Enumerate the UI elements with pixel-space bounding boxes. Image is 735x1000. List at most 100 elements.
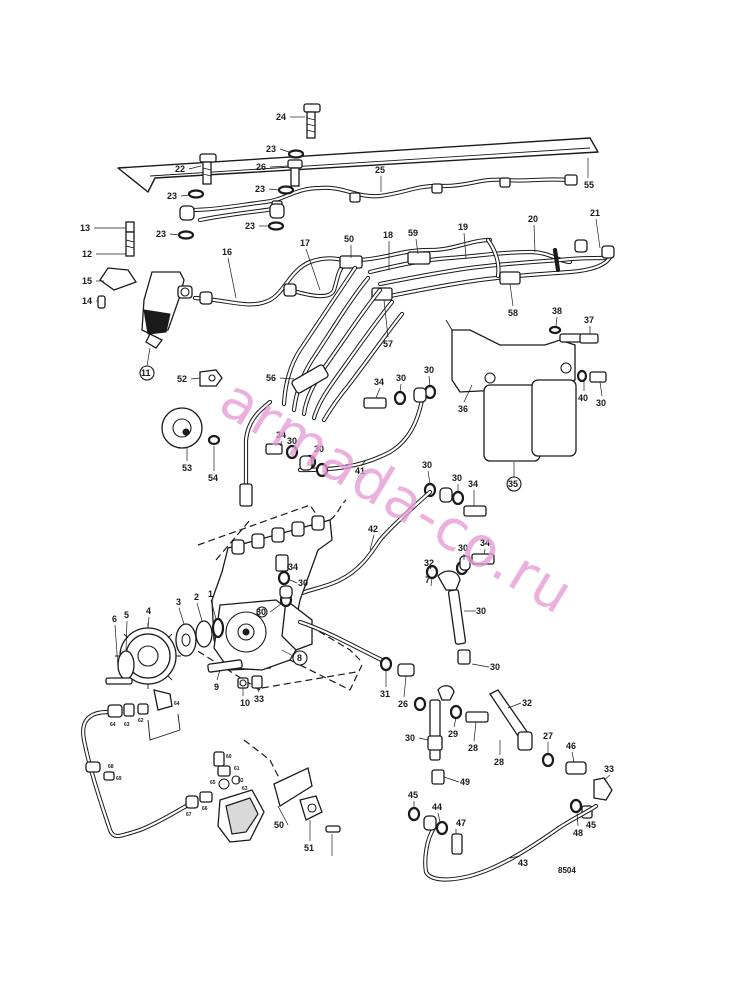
callout: 30 bbox=[458, 543, 468, 553]
callout: 32 bbox=[522, 698, 532, 708]
callout: 30 bbox=[287, 436, 297, 446]
callout: 34 bbox=[374, 377, 384, 387]
callout: 45 bbox=[586, 820, 596, 830]
injector-pipe-upper bbox=[187, 174, 578, 223]
pipe-clip-52 bbox=[199, 369, 223, 387]
callout: 30 bbox=[256, 607, 266, 617]
callout: 32 bbox=[424, 558, 434, 568]
callout: 51 bbox=[304, 843, 314, 853]
callout: 14 bbox=[82, 296, 92, 306]
pressure-pipe-bundle bbox=[339, 237, 615, 301]
callout: 21 bbox=[590, 208, 600, 218]
callout: 53 bbox=[182, 463, 192, 473]
banjo-bolt-26 bbox=[287, 159, 303, 187]
callout: 28 bbox=[494, 757, 504, 767]
callout-small: 64 bbox=[110, 722, 116, 728]
pressure-pipe-16 bbox=[192, 256, 358, 307]
callout: 31 bbox=[380, 689, 390, 699]
callout: 59 bbox=[408, 228, 418, 238]
callout: 11 bbox=[141, 368, 151, 378]
callout: 37 bbox=[584, 315, 594, 325]
callout: 15 bbox=[82, 276, 92, 286]
callout: 46 bbox=[566, 741, 576, 751]
callout: 23 bbox=[156, 229, 166, 239]
callout: 12 bbox=[82, 249, 92, 259]
callout: 23 bbox=[245, 221, 255, 231]
callout: 49 bbox=[460, 777, 470, 787]
callout: 16 bbox=[222, 247, 232, 257]
fuel-filter-assembly bbox=[445, 319, 607, 462]
return-pipe-43 bbox=[407, 803, 599, 882]
sealing-washers-23 bbox=[177, 149, 305, 240]
callout: 34 bbox=[468, 479, 478, 489]
callout: 30 bbox=[396, 373, 406, 383]
callout: 30 bbox=[405, 733, 415, 743]
callout-small: 65 bbox=[210, 780, 216, 786]
callout: 50 bbox=[344, 234, 354, 244]
callout: 58 bbox=[508, 308, 518, 318]
callout-small: 68 bbox=[108, 764, 114, 770]
callout: 30 bbox=[452, 473, 462, 483]
callout: 33 bbox=[604, 764, 614, 774]
callout: 7 bbox=[425, 575, 430, 585]
callout: 10 bbox=[240, 698, 250, 708]
drawing-number: 8504 bbox=[558, 866, 576, 875]
callout: 9 bbox=[214, 682, 219, 692]
callout: 30 bbox=[424, 365, 434, 375]
callout: 30 bbox=[422, 460, 432, 470]
callout: 26 bbox=[256, 162, 266, 172]
callout: 56 bbox=[266, 373, 276, 383]
callout: 24 bbox=[276, 112, 286, 122]
callout: 22 bbox=[175, 164, 185, 174]
callout: 29 bbox=[448, 729, 458, 739]
callout: 8 bbox=[297, 653, 302, 663]
callout: 30 bbox=[490, 662, 500, 672]
callout: 4 bbox=[146, 606, 151, 616]
callout: 1 bbox=[208, 589, 213, 599]
callout-small: 63 bbox=[242, 786, 248, 792]
callout: 26 bbox=[398, 699, 408, 709]
callout-small: 63 bbox=[124, 722, 130, 728]
callout: 34 bbox=[276, 430, 286, 440]
callout: 28 bbox=[468, 743, 478, 753]
injection-pump bbox=[211, 515, 333, 671]
callout: 6 bbox=[112, 614, 117, 624]
callout: 30 bbox=[314, 444, 324, 454]
callout: 19 bbox=[458, 222, 468, 232]
callout-small: 64 bbox=[174, 701, 180, 707]
callout: 52 bbox=[177, 374, 187, 384]
callout: 18 bbox=[383, 230, 393, 240]
callout: 20 bbox=[528, 214, 538, 224]
callout-small: 60 bbox=[226, 754, 232, 760]
callout: 48 bbox=[573, 828, 583, 838]
callout: 30 bbox=[596, 398, 606, 408]
callout: 34 bbox=[480, 538, 490, 548]
pipe-bundle-to-pump bbox=[281, 265, 405, 423]
callout: 35 bbox=[508, 479, 518, 489]
banjo-bolt-22 bbox=[199, 153, 217, 185]
callout-small: 61 bbox=[234, 766, 240, 772]
callout: 38 bbox=[552, 306, 562, 316]
callout-small: 62 bbox=[238, 778, 244, 784]
feed-pump-unit bbox=[213, 751, 341, 843]
callout: 2 bbox=[194, 592, 199, 602]
part-callouts: 24 23 26 22 23 23 25 55 23 23 13 12 15 1… bbox=[80, 112, 614, 868]
callout-small: 69 bbox=[116, 776, 122, 782]
callout-circle bbox=[292, 650, 308, 666]
callout: 30 bbox=[476, 606, 486, 616]
callout: 57 bbox=[383, 339, 393, 349]
fuel-injector bbox=[97, 221, 193, 349]
callout: 34 bbox=[288, 562, 298, 572]
priming-lever-26 bbox=[489, 689, 613, 819]
callout: 44 bbox=[432, 802, 442, 812]
callout: 23 bbox=[167, 191, 177, 201]
callout: 36 bbox=[458, 404, 468, 414]
callout: 5 bbox=[124, 610, 129, 620]
callout-small: 62 bbox=[138, 718, 144, 724]
fuel-pipe-42 bbox=[287, 489, 433, 603]
timing-cover-53 bbox=[161, 407, 221, 449]
valve-cover-plate bbox=[117, 137, 599, 193]
callout: 3 bbox=[176, 597, 181, 607]
callout-small: 66 bbox=[202, 806, 208, 812]
